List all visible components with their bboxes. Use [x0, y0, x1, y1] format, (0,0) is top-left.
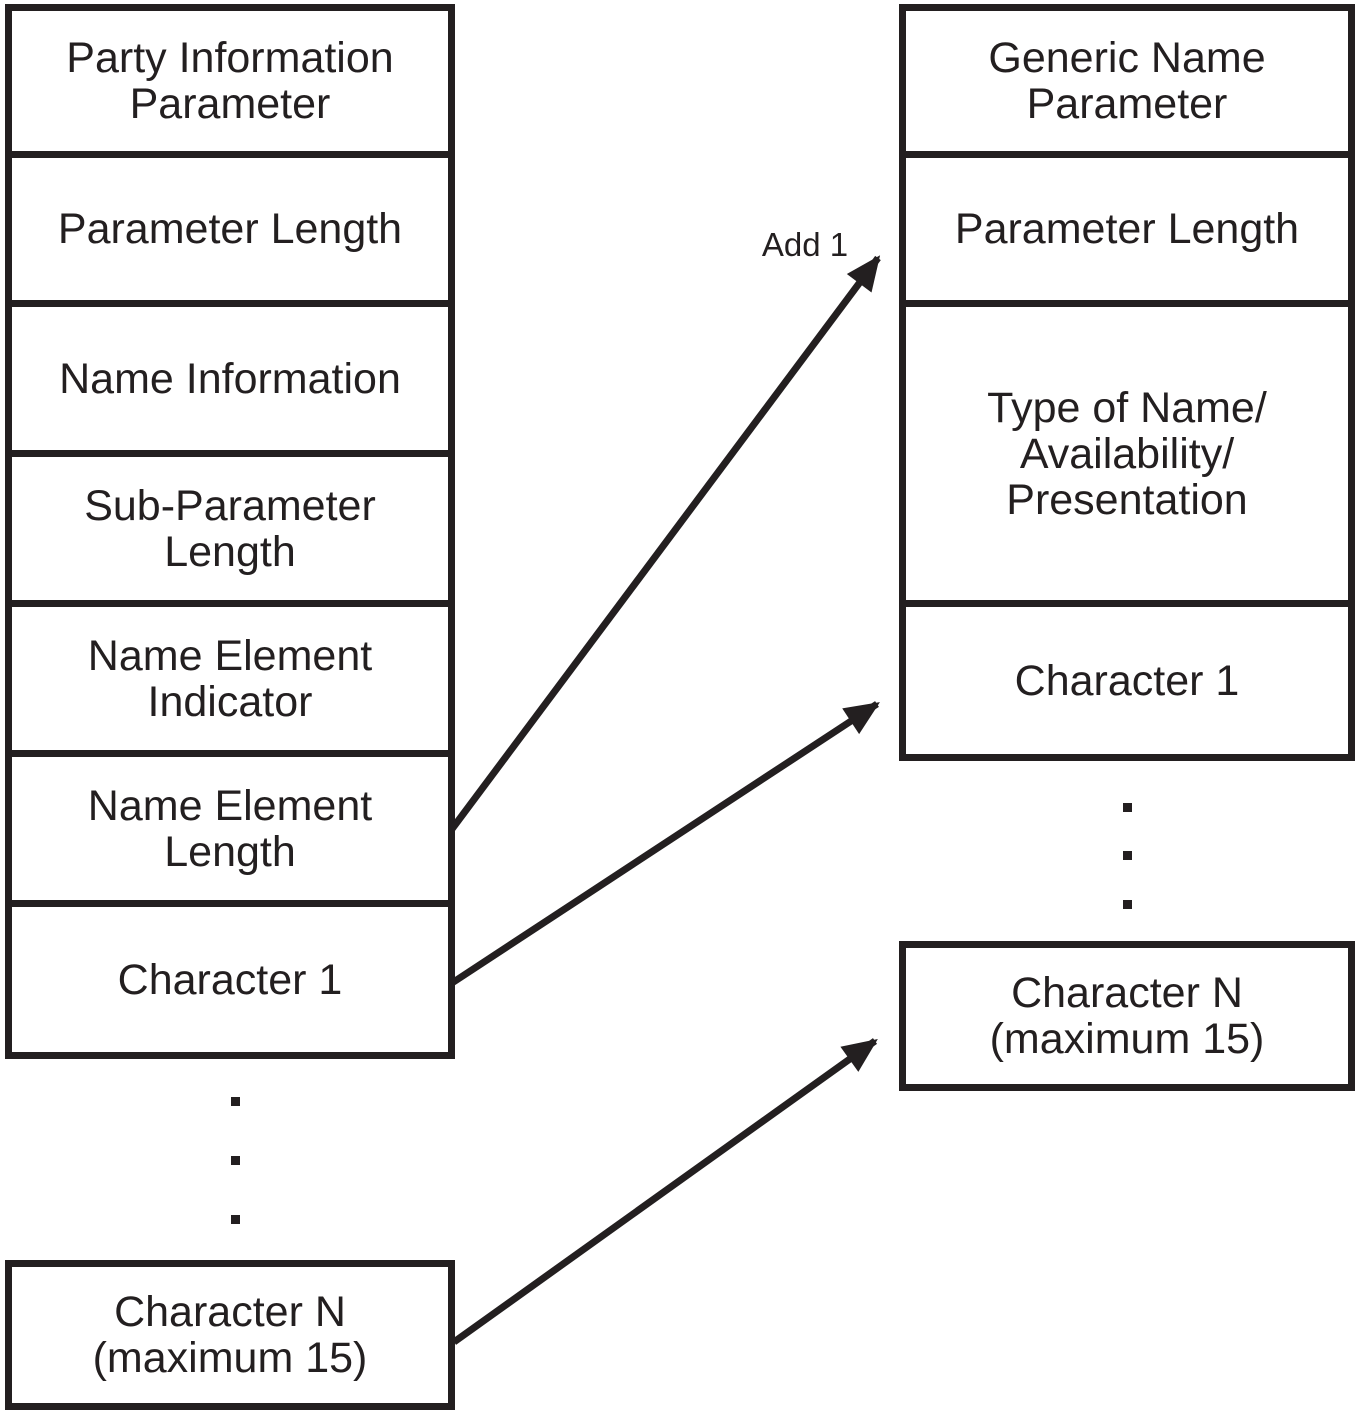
ellipsis-dot: [1123, 851, 1132, 860]
arrow-character-n-to-character-n: [451, 1038, 878, 1345]
field-type-of-name-availability-presentation: Type of Name/ Availability/ Presentation: [906, 307, 1348, 607]
arrow-name-element-length-to-parameter-length: [449, 255, 881, 832]
ellipsis-dot: [231, 1215, 240, 1224]
ellipsis-dot: [231, 1097, 240, 1106]
field-name-information: Name Information: [12, 307, 448, 457]
field-character-n-left: Character N (maximum 15): [5, 1260, 455, 1410]
field-character-n-right: Character N (maximum 15): [899, 941, 1355, 1091]
ellipsis-dot: [1123, 900, 1132, 909]
field-party-information-parameter: Party Information Parameter: [12, 11, 448, 158]
field-parameter-length-left: Parameter Length: [12, 158, 448, 307]
field-character-1-right: Character 1: [1014, 656, 1240, 705]
add-1-label: Add 1: [761, 226, 849, 263]
field-name-element-length: Name Element Length: [12, 757, 448, 907]
field-character-1-left: Character 1: [117, 955, 343, 1004]
party-information-parameter-structure: Party Information Parameter Parameter Le…: [5, 4, 455, 1059]
generic-name-parameter-structure: Generic Name Parameter Parameter Length …: [899, 4, 1355, 761]
field-name-element-indicator: Name Element Indicator: [12, 607, 448, 757]
field-sub-parameter-length: Sub-Parameter Length: [12, 457, 448, 607]
field-generic-name-parameter: Generic Name Parameter: [906, 11, 1348, 158]
ellipsis-dot: [1123, 803, 1132, 812]
field-parameter-length-right: Parameter Length: [906, 158, 1348, 307]
ellipsis-dot: [231, 1156, 240, 1165]
arrow-character-1-to-character-1: [450, 701, 880, 986]
